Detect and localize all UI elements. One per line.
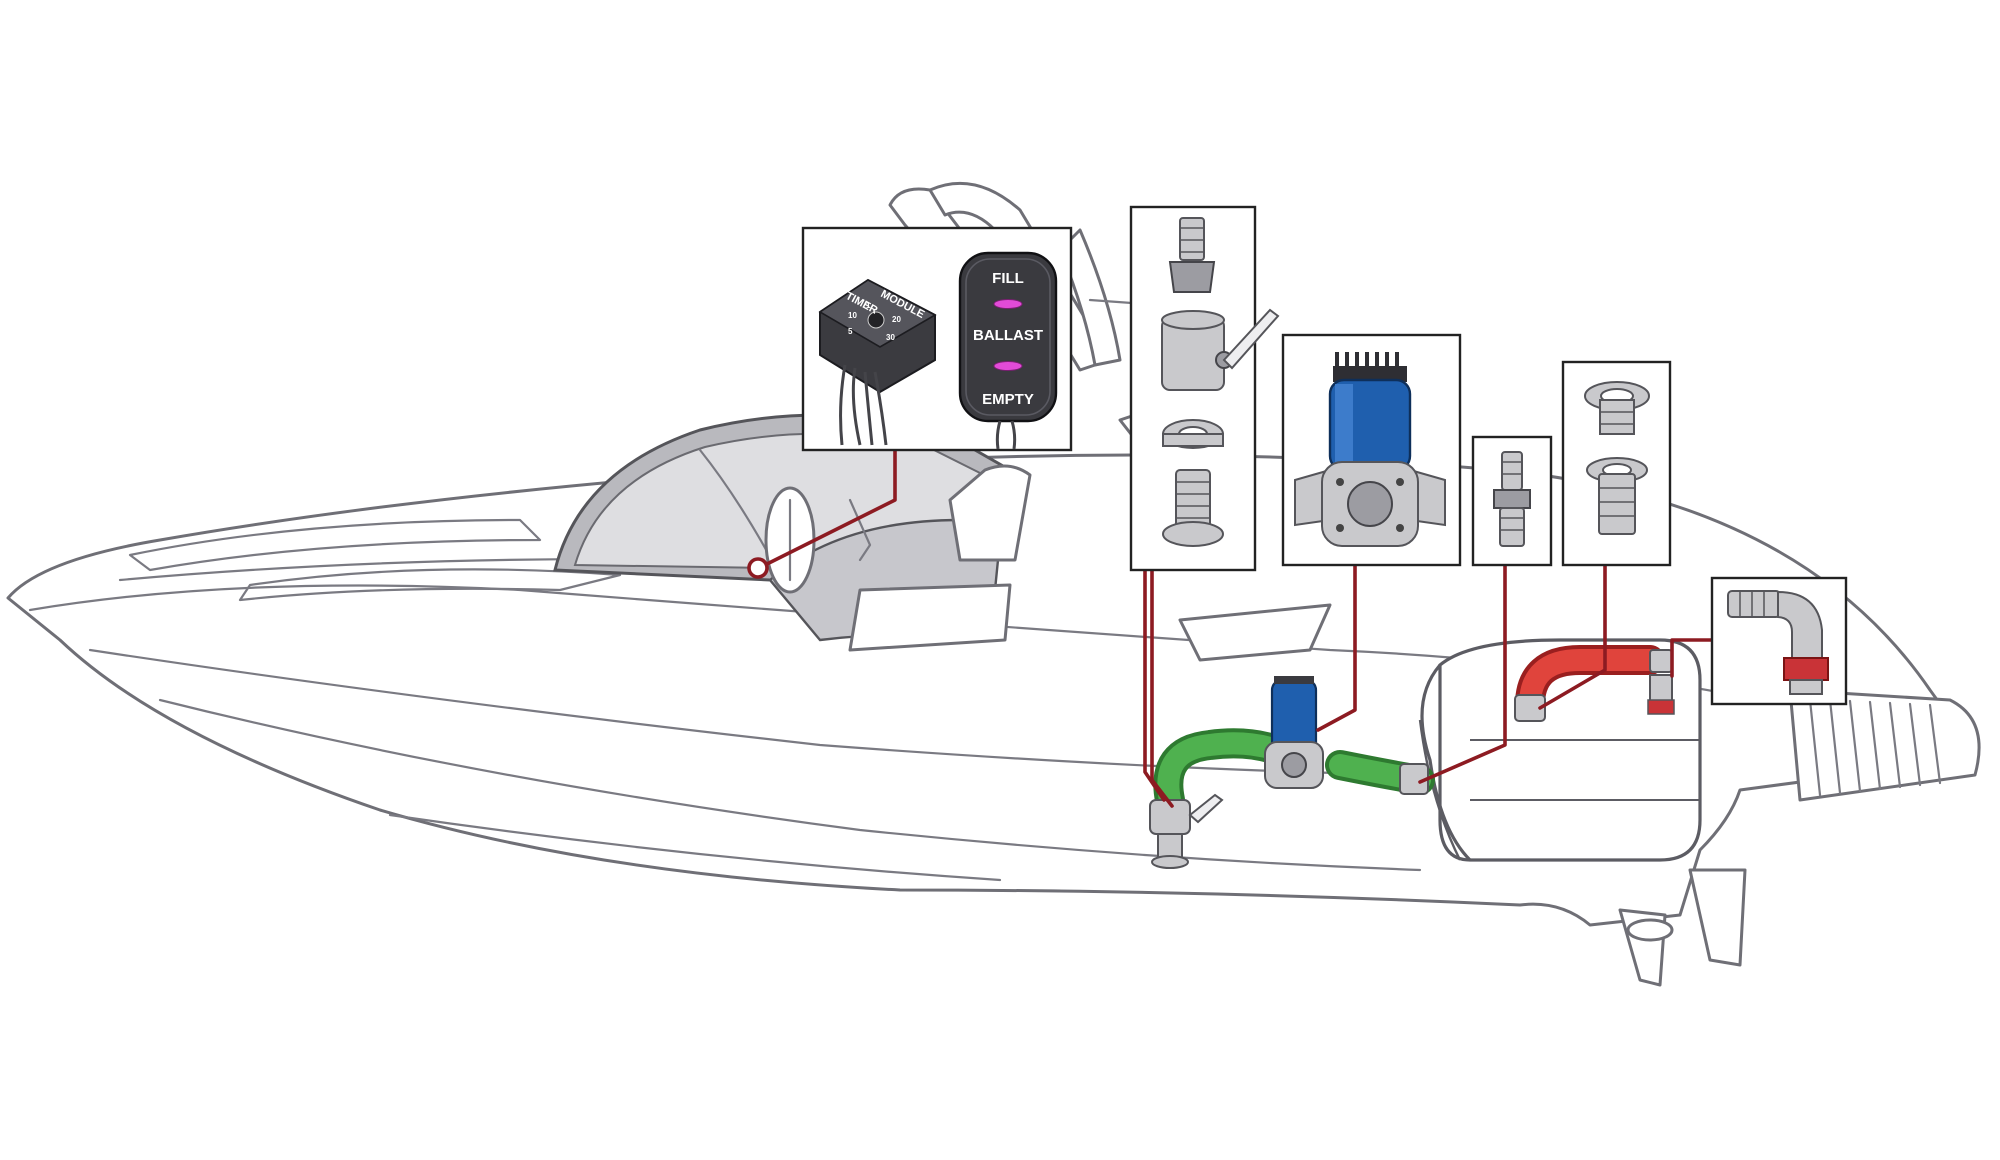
- dial-number-30: 30: [886, 333, 895, 342]
- installed-pump: [1264, 676, 1324, 789]
- switch-label-ballast: BALLAST: [973, 327, 1043, 344]
- installed-seacock: [1149, 793, 1224, 869]
- inset-control-panel: TIMER MODULE 10 20 5 1 30 FILL BALLAST E…: [801, 226, 1073, 452]
- dial-number-5: 5: [848, 327, 853, 336]
- dial-number-20: 20: [892, 315, 901, 324]
- drivers-seat: [848, 464, 1032, 652]
- propeller-and-rudder: [1618, 868, 1747, 987]
- hose-barb-fitting: [1168, 217, 1216, 293]
- dial-number-10: 10: [848, 311, 857, 320]
- rocker-switch: FILL BALLAST EMPTY: [958, 251, 1058, 450]
- thru-hull-fitting: [1162, 469, 1224, 547]
- inset-hose-adapter: [1471, 435, 1553, 567]
- elbow-barb: [1727, 590, 1829, 695]
- lock-nut: [1162, 419, 1224, 449]
- vent-flange-fitting: [1584, 381, 1650, 435]
- inset-vent-fittings: [1561, 360, 1672, 567]
- ball-valve: [1161, 308, 1280, 391]
- switch-label-fill: FILL: [992, 270, 1024, 287]
- vent-barb-fitting: [1586, 457, 1648, 535]
- inset-ballast-pump: [1281, 333, 1462, 567]
- fill-indicator-led: [993, 299, 1023, 309]
- inset-seacock-fittings: [1129, 205, 1280, 572]
- swim-platform: [1788, 688, 1981, 802]
- installed-hardware: [1149, 638, 1702, 869]
- switch-label-empty: EMPTY: [982, 391, 1034, 408]
- inset-elbow-fitting: [1710, 576, 1848, 706]
- empty-indicator-led: [993, 361, 1023, 371]
- dial-number-1: 1: [866, 301, 871, 310]
- pump-detail: [1294, 352, 1446, 547]
- leader-lines: [747, 431, 1714, 808]
- vent-elbow-on-tank: [1647, 674, 1675, 715]
- straight-adapter: [1493, 451, 1531, 547]
